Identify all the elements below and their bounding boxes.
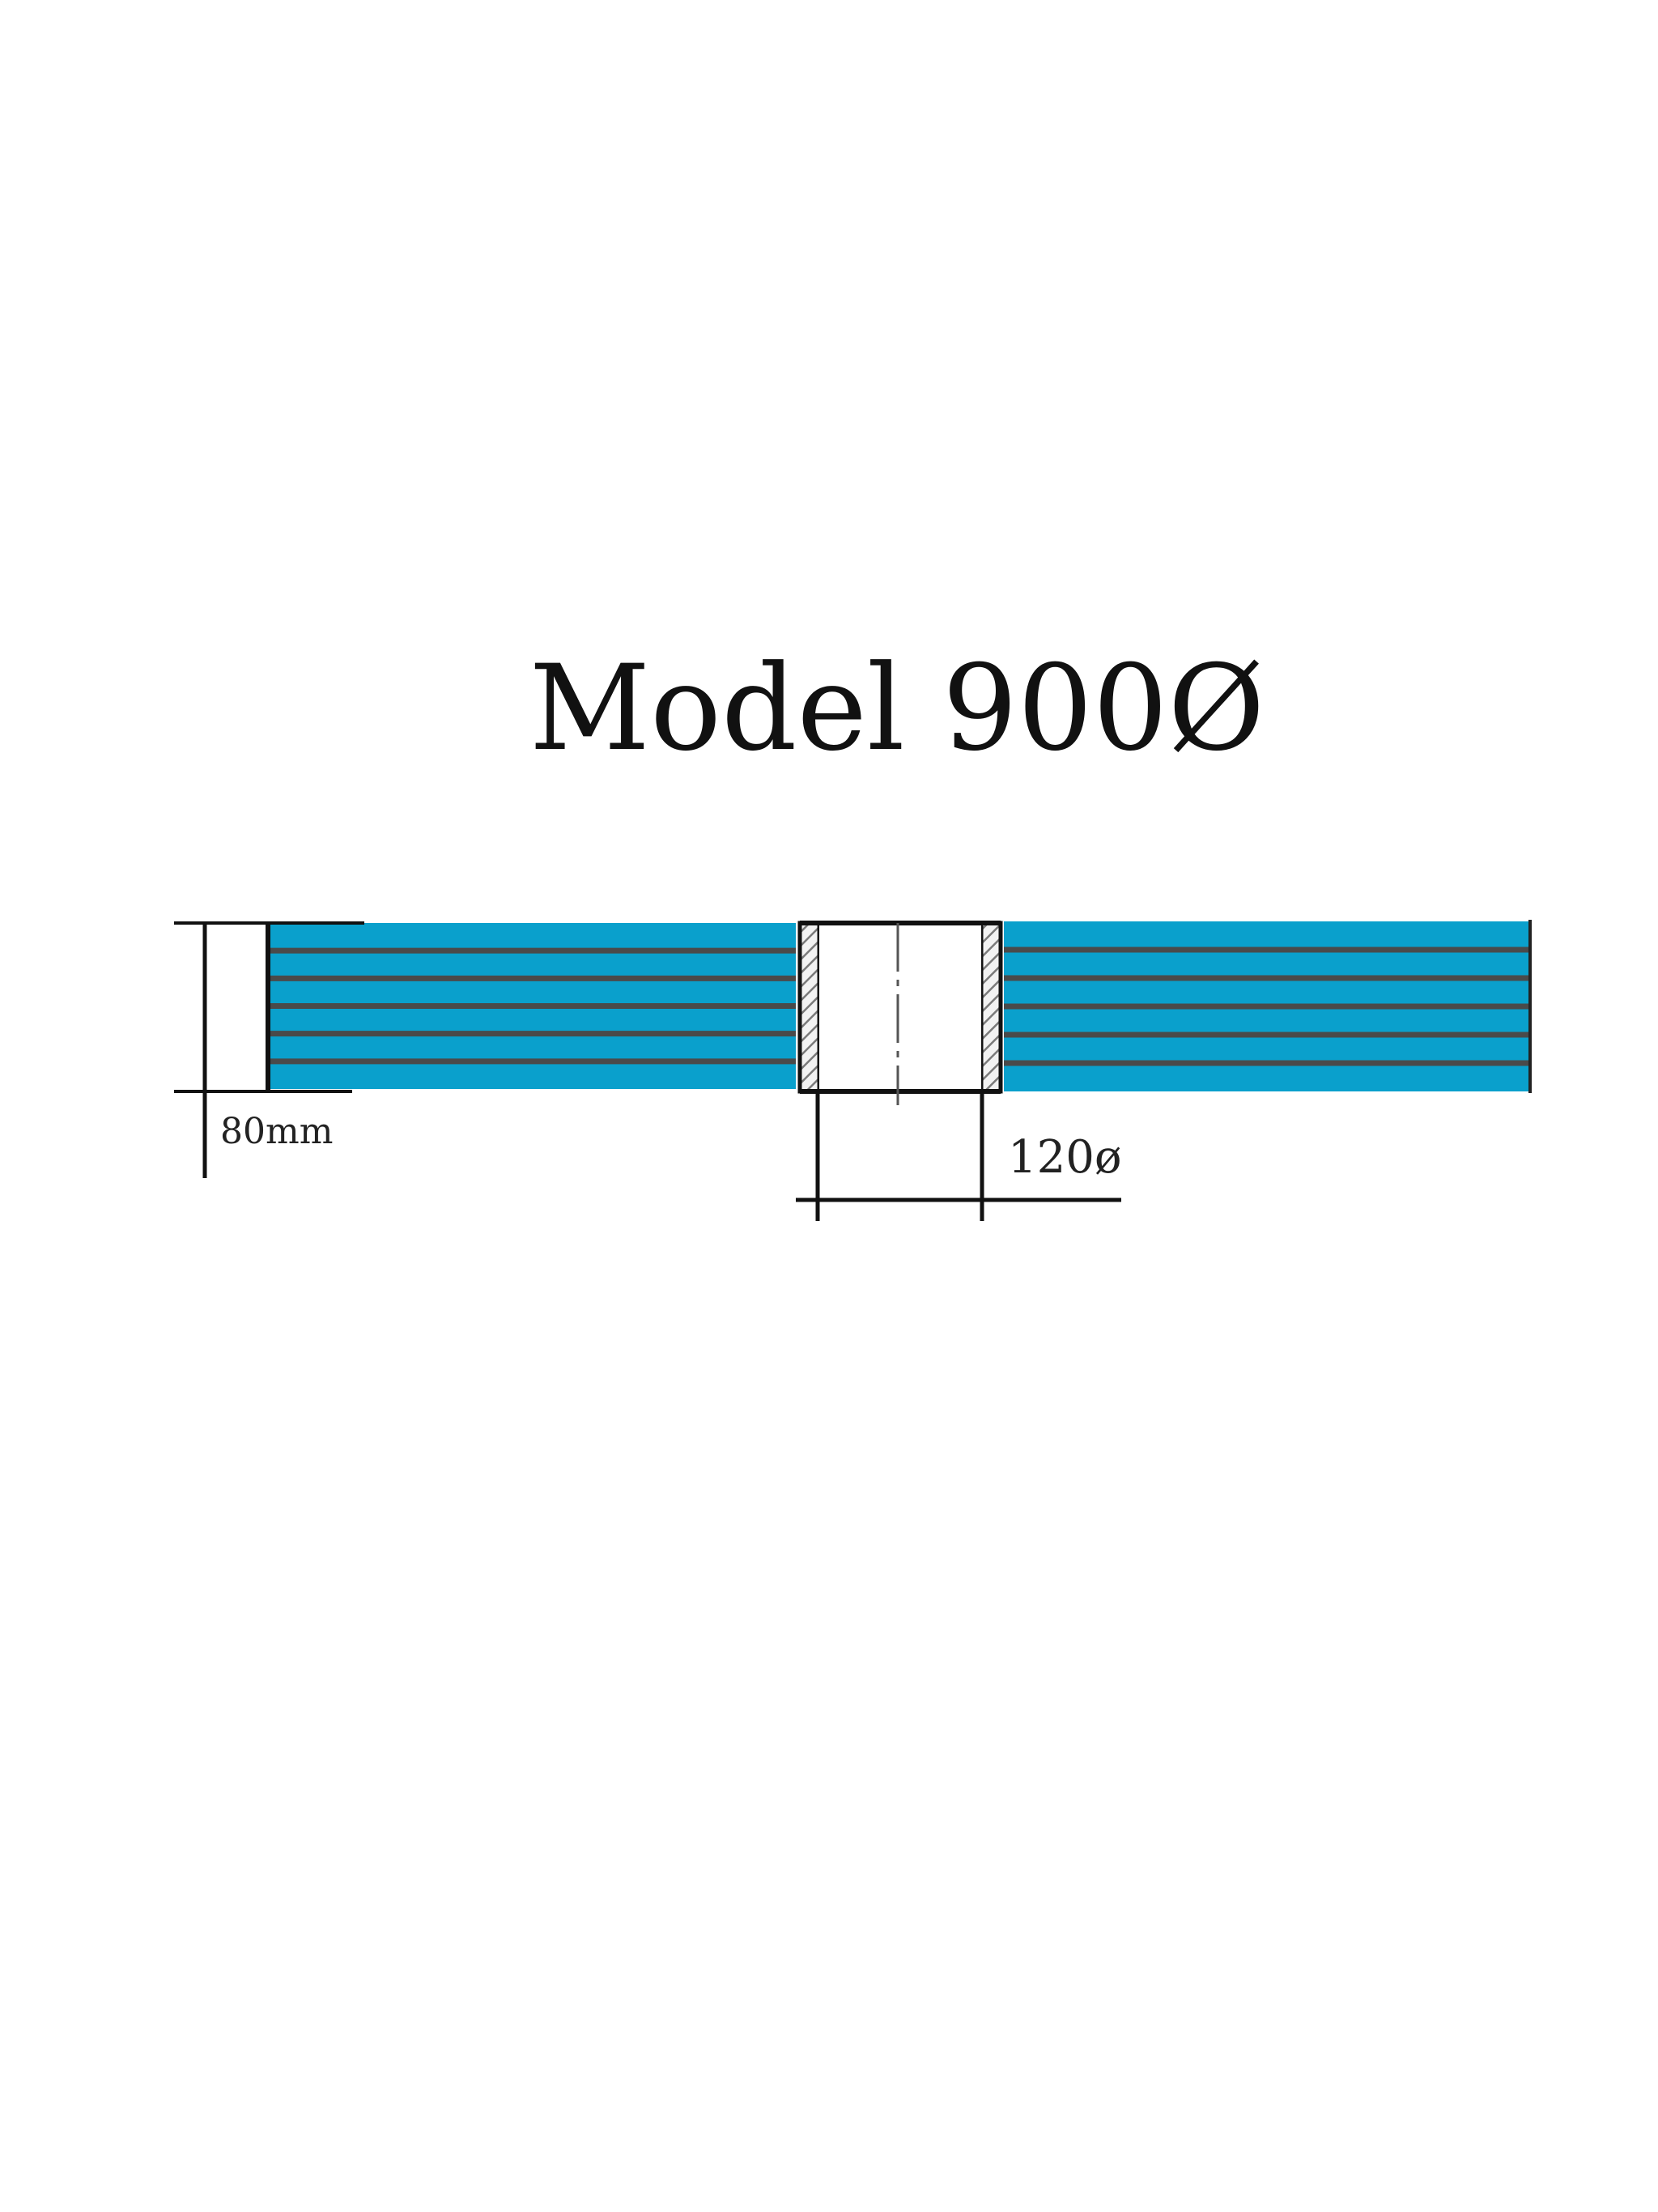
center-hub — [797, 921, 1003, 1105]
thickness-label: 80mm — [220, 1111, 333, 1152]
diagram-title: Model 900Ø — [529, 640, 1265, 777]
right-groove-lines — [1004, 946, 1532, 1066]
bore-opening — [819, 925, 981, 1090]
hub-wall-right — [979, 921, 1003, 1094]
thickness-dimension: 80mm — [174, 921, 352, 1178]
bore-diameter-label: 120ø — [1008, 1131, 1122, 1184]
left-disc-section — [266, 921, 796, 1091]
right-disc-section — [1004, 920, 1532, 1093]
bore-diameter-dimension: 120ø — [796, 1091, 1122, 1221]
hub-wall-left — [797, 921, 822, 1094]
left-groove-lines — [270, 947, 796, 1065]
